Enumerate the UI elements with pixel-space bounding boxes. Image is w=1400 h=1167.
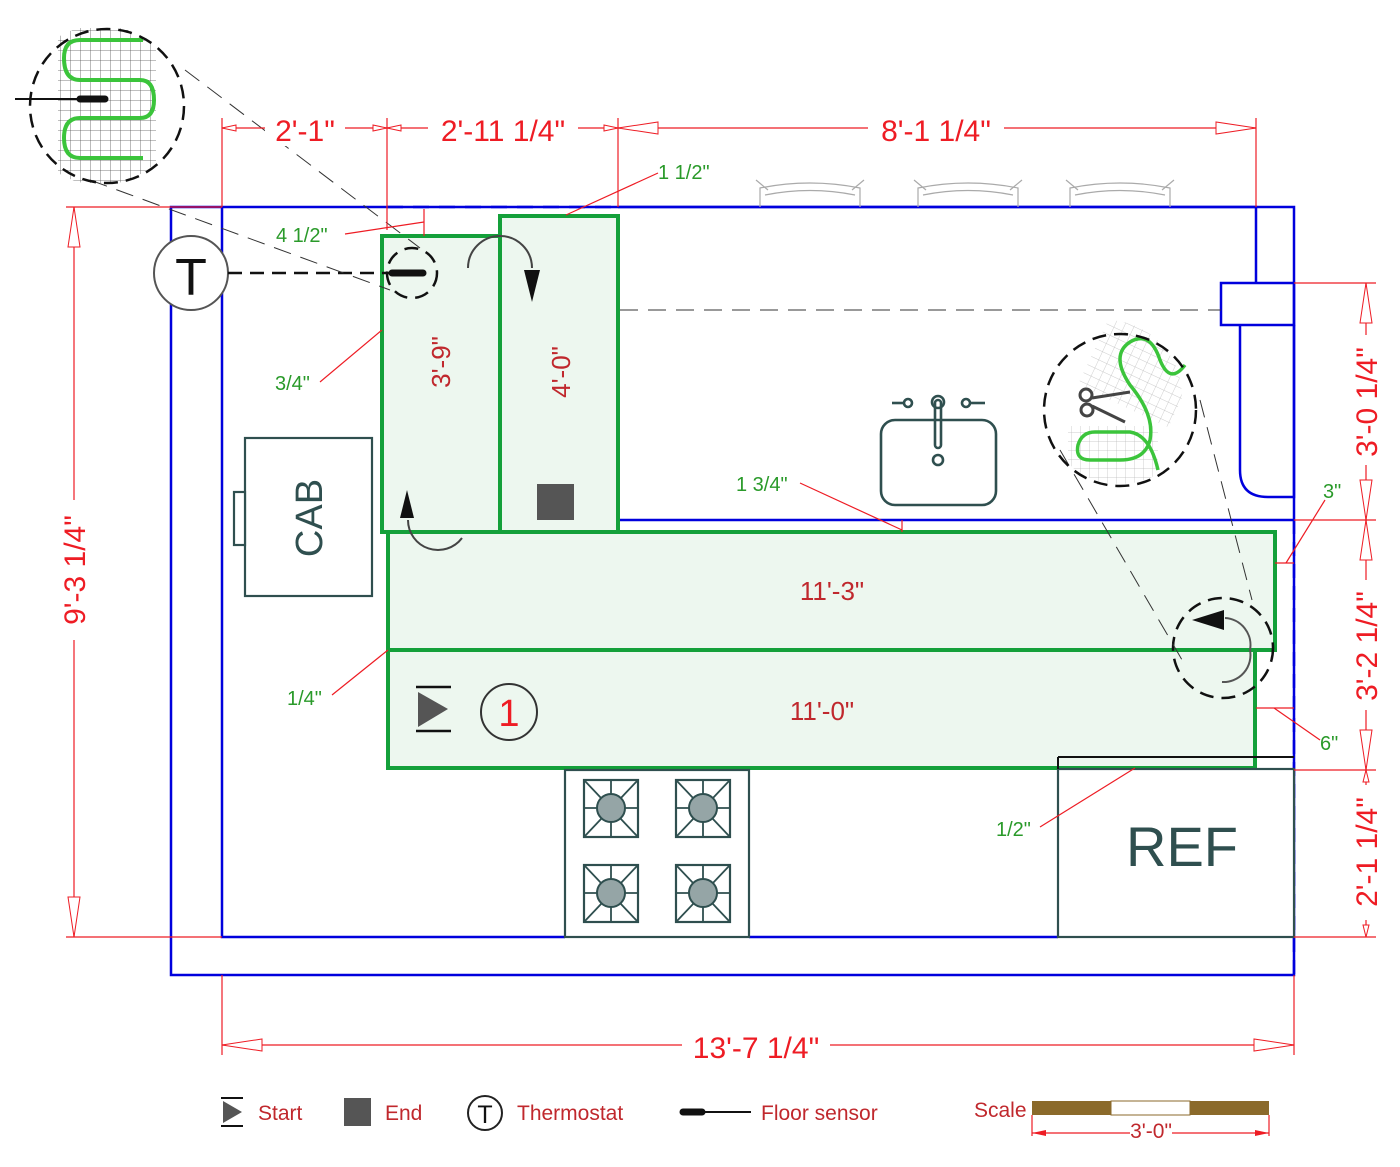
detail-callout-sensor — [15, 27, 421, 291]
refrigerator[interactable]: REF — [1056, 756, 1296, 939]
start-icon — [223, 1101, 242, 1123]
legend: Start End T Thermostat Floor sensor — [221, 1095, 878, 1131]
detail-circle — [28, 27, 186, 185]
dim-top-1: 2'-1" — [275, 115, 335, 148]
clearance-notes: 4 1/2" 1 1/2" 3/4" 1 3/4" 3" 1/4" 6" 1/2… — [275, 162, 1341, 841]
note-6: 6" — [1320, 733, 1338, 755]
dim-right-2: 3'-2 1/4" — [1351, 591, 1384, 701]
dimension-lines: 2'-1" 2'-11 1/4" 8'-1 1/4" 13'-7 1/4" 9'… — [56, 112, 1386, 1065]
legend-floor-sensor-label: Floor sensor — [761, 1102, 878, 1125]
mat-c-length: 11'-3" — [800, 576, 864, 606]
cabinet-label: CAB — [289, 479, 331, 557]
end-icon — [344, 1098, 371, 1126]
mat-b-length: 4'-0" — [546, 346, 576, 398]
dim-top-2: 2'-11 1/4" — [441, 115, 565, 148]
legend-floor-sensor: Floor sensor — [679, 1102, 878, 1125]
dim-left-total: 9'-3 1/4" — [59, 515, 92, 625]
thermostat[interactable]: T — [153, 235, 229, 311]
legend-start: Start — [221, 1097, 303, 1127]
floor-sensor — [385, 246, 439, 300]
thermostat-icon: T — [467, 1095, 503, 1131]
note-1-4: 1/4" — [287, 688, 322, 710]
cabinet[interactable]: CAB — [232, 436, 374, 598]
burner-icon — [582, 863, 640, 924]
note-3: 3" — [1323, 481, 1341, 503]
bar-stools — [755, 179, 1175, 207]
zone-badge: 1 — [480, 683, 538, 741]
legend-thermostat: T Thermostat — [467, 1095, 623, 1131]
end-marker — [537, 484, 574, 520]
legend-end-label: End — [385, 1102, 422, 1125]
stool-icon — [755, 179, 865, 207]
note-1-3-4: 1 3/4" — [736, 474, 788, 496]
thermostat-symbol: T — [175, 249, 207, 307]
mat-d[interactable] — [386, 648, 1257, 770]
note-3-4: 3/4" — [275, 373, 310, 395]
note-1-1-2: 1 1/2" — [658, 162, 710, 184]
dim-bottom-total: 13'-7 1/4" — [693, 1032, 819, 1065]
scale-label: Scale — [974, 1099, 1027, 1122]
refrigerator-label: REF — [1126, 815, 1238, 878]
detail-circle — [1042, 332, 1198, 488]
counter-wall-top — [618, 205, 1258, 283]
legend-thermostat-label: Thermostat — [517, 1102, 623, 1125]
sink-icon[interactable] — [879, 394, 998, 507]
turn-arrows — [400, 235, 1275, 700]
stool-icon — [1065, 179, 1175, 207]
stove[interactable] — [563, 768, 751, 939]
svg-text:T: T — [477, 1101, 492, 1129]
scissors-icon — [1078, 387, 1131, 424]
turn-arc — [407, 519, 463, 551]
arrow-up-icon — [400, 490, 414, 518]
legend-end: End — [344, 1098, 422, 1126]
stool-icon — [913, 179, 1023, 207]
burner-icon — [582, 778, 640, 839]
mat-d-length: 11'-0" — [790, 696, 854, 726]
burner-icon — [674, 778, 732, 839]
turn-arc — [467, 235, 533, 269]
column-cap — [1219, 281, 1296, 327]
arrow-down-icon — [524, 270, 540, 302]
mat-b[interactable] — [498, 214, 620, 534]
start-marker — [416, 685, 451, 733]
mat-a-length: 3'-9" — [426, 336, 456, 388]
heating-mats: 3'-9" 4'-0" 11'-3" 11'-0" — [380, 214, 1277, 770]
note-1-2: 1/2" — [996, 819, 1031, 841]
arrow-left-icon — [1192, 610, 1224, 630]
scale-bar: Scale 3'-0" — [974, 1099, 1270, 1143]
turn-arc — [1221, 617, 1252, 684]
zone-number: 1 — [498, 693, 519, 735]
scale-length: 3'-0" — [1130, 1120, 1172, 1143]
burner-icon — [674, 863, 732, 924]
dim-top-3: 8'-1 1/4" — [881, 115, 991, 148]
start-icon — [418, 692, 448, 727]
legend-start-label: Start — [258, 1102, 303, 1125]
dim-right-1: 3'-0 1/4" — [1351, 347, 1384, 457]
note-4-1-2: 4 1/2" — [276, 225, 328, 247]
detail-callout-circle — [1171, 596, 1275, 700]
column-pier — [1238, 325, 1296, 499]
dim-right-3: 2'-1 1/4" — [1351, 797, 1384, 907]
